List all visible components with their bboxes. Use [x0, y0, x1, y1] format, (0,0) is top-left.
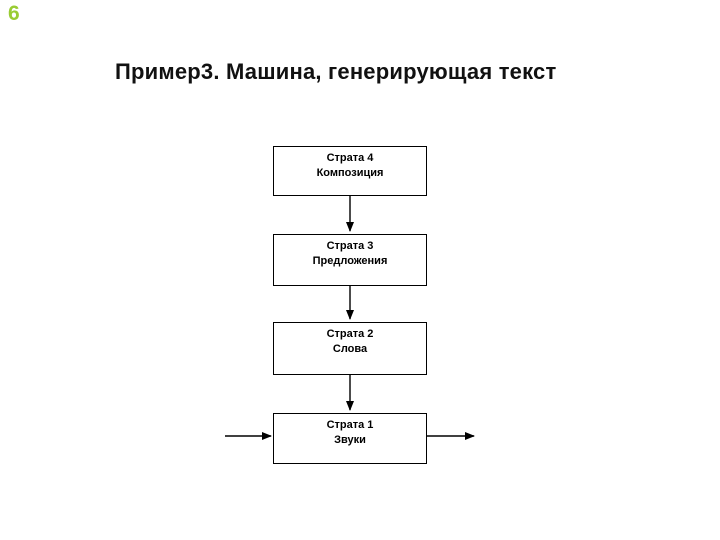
page-number: 6	[8, 2, 20, 25]
box-strata-1-subtitle: Звуки	[334, 434, 366, 446]
slide-title: Пример3. Машина, генерирующая текст	[115, 59, 557, 84]
flow-box-strata-2: Страта 2 Слова	[273, 322, 427, 375]
flow-box-strata-4: Страта 4 Композиция	[273, 146, 427, 196]
flow-box-strata-1: Страта 1 Звуки	[273, 413, 427, 464]
box-strata-2-subtitle: Слова	[332, 343, 368, 355]
box-strata-1-title: Страта 1	[326, 419, 374, 431]
box-strata-3-title: Страта 3	[326, 240, 374, 252]
box-strata-3-subtitle: Предложения	[312, 255, 388, 267]
box-strata-4-title: Страта 4	[326, 152, 374, 164]
box-strata-4-subtitle: Композиция	[316, 167, 384, 179]
flow-box-strata-3: Страта 3 Предложения	[273, 234, 427, 286]
box-strata-2-title: Страта 2	[326, 328, 374, 340]
